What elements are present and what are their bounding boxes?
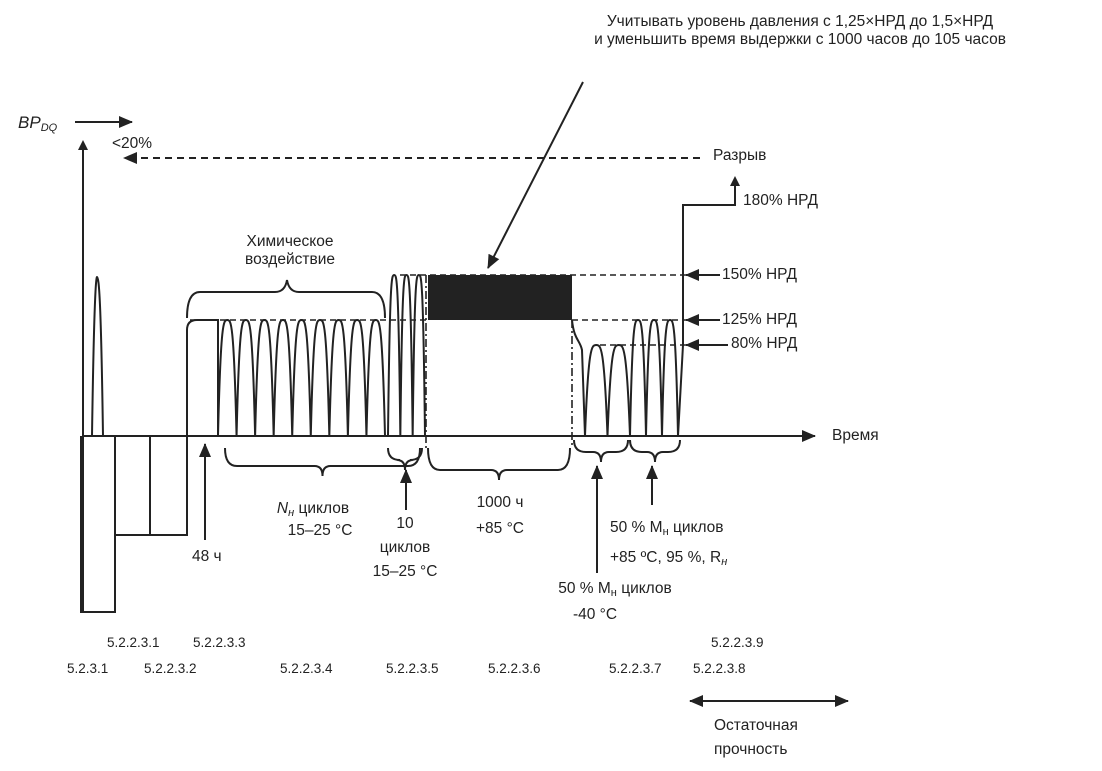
section-5-2-2-3-4: 5.2.2.3.4 xyxy=(280,661,333,676)
annotation-arrow xyxy=(487,81,584,269)
ten-cycles-label: 10 циклов 15–25 °C xyxy=(372,515,438,580)
cold-cycles-80 xyxy=(584,343,631,437)
static-hold-block xyxy=(428,275,572,320)
section-5-2-3-1: 5.2.3.1 xyxy=(67,661,109,676)
hot-cycles-125 xyxy=(629,318,679,437)
cold-cycles-label: 50 % Mн циклов -40 °C xyxy=(558,580,672,623)
burst-step-line xyxy=(677,176,740,437)
section-5-2-2-3-2: 5.2.2.3.2 xyxy=(144,661,197,676)
initial-spike xyxy=(91,275,104,437)
section-5-2-2-3-8: 5.2.2.3.8 xyxy=(693,661,746,676)
box-5-2-2-3-2 xyxy=(149,436,188,536)
brace-1000h xyxy=(427,447,571,481)
level-label-150: 150% НРД xyxy=(722,266,797,283)
level-label-80: 80% НРД xyxy=(731,335,798,352)
level-label-burst: Разрыв xyxy=(713,147,767,164)
brace-nh-cycles xyxy=(224,447,421,477)
section-5-2-2-3-1: 5.2.2.3.1 xyxy=(107,635,160,650)
top-annotation-line-2: и уменьшить время выдержки с 1000 часов … xyxy=(594,31,1006,48)
nh-cycles-label: Nн циклов 15–25 °C xyxy=(276,500,353,539)
chemical-brace xyxy=(186,279,386,319)
top-annotation: Учитывать уровень давления с 1,25×НРД до… xyxy=(530,13,1070,49)
chemical-cycles xyxy=(217,318,386,437)
residual-strength-label: Остаточная прочность xyxy=(714,717,798,758)
y-axis-note: <20% xyxy=(112,135,153,152)
y-axis-label: BPDQ xyxy=(18,113,58,135)
section-5-2-2-3-6: 5.2.2.3.6 xyxy=(488,661,541,676)
hold-48h-label: 48 ч xyxy=(192,548,222,565)
brace-hot xyxy=(629,439,681,463)
hot-humid-cycles-label: 50 % Mн циклов +85 ºC, 95 %, Rн xyxy=(610,519,728,568)
level-label-125: 125% НРД xyxy=(722,311,797,328)
section-5-2-2-3-3: 5.2.2.3.3 xyxy=(193,635,246,650)
ten-cycles-150 xyxy=(387,273,426,437)
section-5-2-2-3-5: 5.2.2.3.5 xyxy=(386,661,439,676)
top-annotation-line-1: Учитывать уровень давления с 1,25×НРД до… xyxy=(606,13,994,30)
section-5-2-2-3-9: 5.2.2.3.9 xyxy=(711,635,764,650)
hold-release xyxy=(571,319,586,437)
static-hold-label: 1000 ч +85 °C xyxy=(476,494,524,537)
brace-cold xyxy=(573,439,629,463)
level-label-180: 180% НРД xyxy=(743,192,818,209)
hold-48h-block xyxy=(186,319,219,436)
section-5-2-2-3-7: 5.2.2.3.7 xyxy=(609,661,662,676)
x-axis-label: Время xyxy=(832,427,879,444)
chemical-exposure-label: Химическое воздействие xyxy=(245,233,335,268)
box-5-2-3-1 xyxy=(80,436,116,613)
box-5-2-2-3-1 xyxy=(115,436,151,536)
